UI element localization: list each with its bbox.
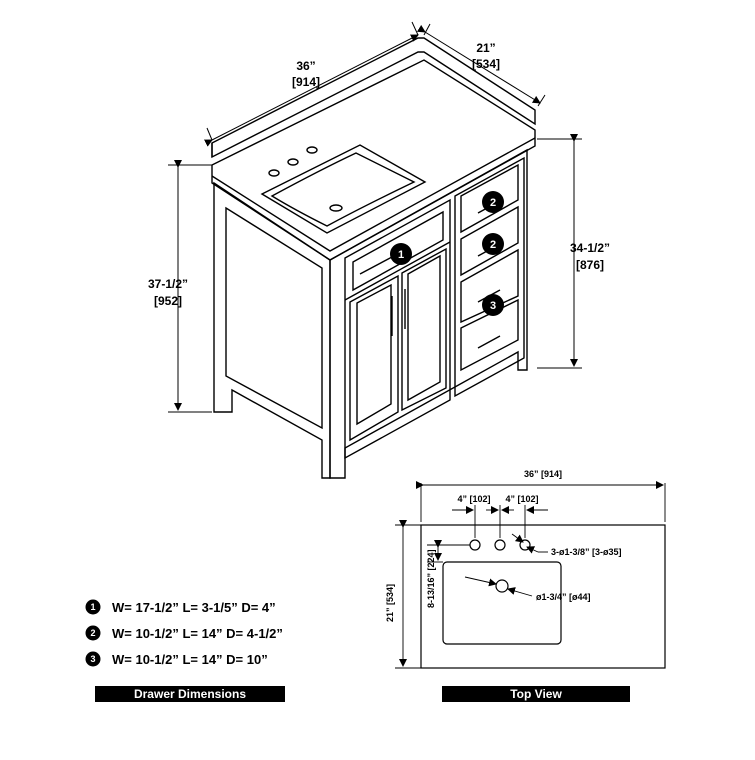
svg-text:1: 1 [90, 602, 95, 612]
cabinet-height-mm-label: [876] [576, 258, 604, 272]
cabinet-height-label: 34-1/2” [570, 241, 610, 255]
sink-offset-label: 8-13/16” [224] [426, 549, 436, 608]
depth-label: 21” [476, 41, 495, 55]
svg-text:W= 10-1/2” L= 14” D= 4-1/2”: W= 10-1/2” L= 14” D= 4-1/2” [112, 626, 283, 641]
holes-label: 3-ø1-3/8” [3-ø35] [551, 547, 622, 557]
svg-text:2: 2 [490, 239, 496, 251]
front-dimension-lines [168, 21, 582, 413]
top-view-drawing [420, 524, 666, 669]
height-label: 37-1/2” [148, 277, 188, 291]
svg-text:W= 10-1/2” L= 14” D= 10”: W= 10-1/2” L= 14” D= 10” [112, 652, 268, 667]
svg-text:3: 3 [90, 654, 95, 664]
svg-text:3: 3 [490, 300, 496, 312]
svg-text:W= 17-1/2” L= 3-1/5” D= 4”: W= 17-1/2” L= 3-1/5” D= 4” [112, 600, 276, 615]
legend-row: 3 W= 10-1/2” L= 14” D= 10” [85, 651, 268, 667]
top-view-title: Top View [442, 686, 630, 702]
drawer-dimensions-title: Drawer Dimensions [95, 686, 285, 702]
svg-text:1: 1 [398, 249, 404, 261]
legend-row: 2 W= 10-1/2” L= 14” D= 4-1/2” [85, 625, 283, 641]
width-mm-label: [914] [292, 75, 320, 89]
drawer-badge-2a: 2 [482, 191, 504, 213]
legend-row: 1 W= 17-1/2” L= 3-1/5” D= 4” [85, 599, 276, 615]
top-width-label: 36” [914] [524, 469, 562, 479]
drawer-badge-2b: 2 [482, 233, 504, 255]
depth-mm-label: [534] [472, 57, 500, 71]
vanity-drawing [211, 37, 536, 479]
drawer-legend: 1 W= 17-1/2” L= 3-1/5” D= 4” 2 W= 10-1/2… [85, 599, 283, 667]
height-mm-label: [952] [154, 294, 182, 308]
drawer-badge-3: 3 [482, 294, 504, 316]
hole-spacing-2-label: 4” [102] [505, 494, 538, 504]
width-label: 36” [296, 59, 315, 73]
top-depth-label: 21” [534] [385, 584, 395, 622]
svg-text:2: 2 [490, 197, 496, 209]
svg-text:2: 2 [90, 628, 95, 638]
drawer-badge-1: 1 [390, 243, 412, 265]
top-dimension-lines [395, 481, 666, 669]
drain-label: ø1-3/4” [ø44] [536, 592, 591, 602]
hole-spacing-1-label: 4” [102] [457, 494, 490, 504]
